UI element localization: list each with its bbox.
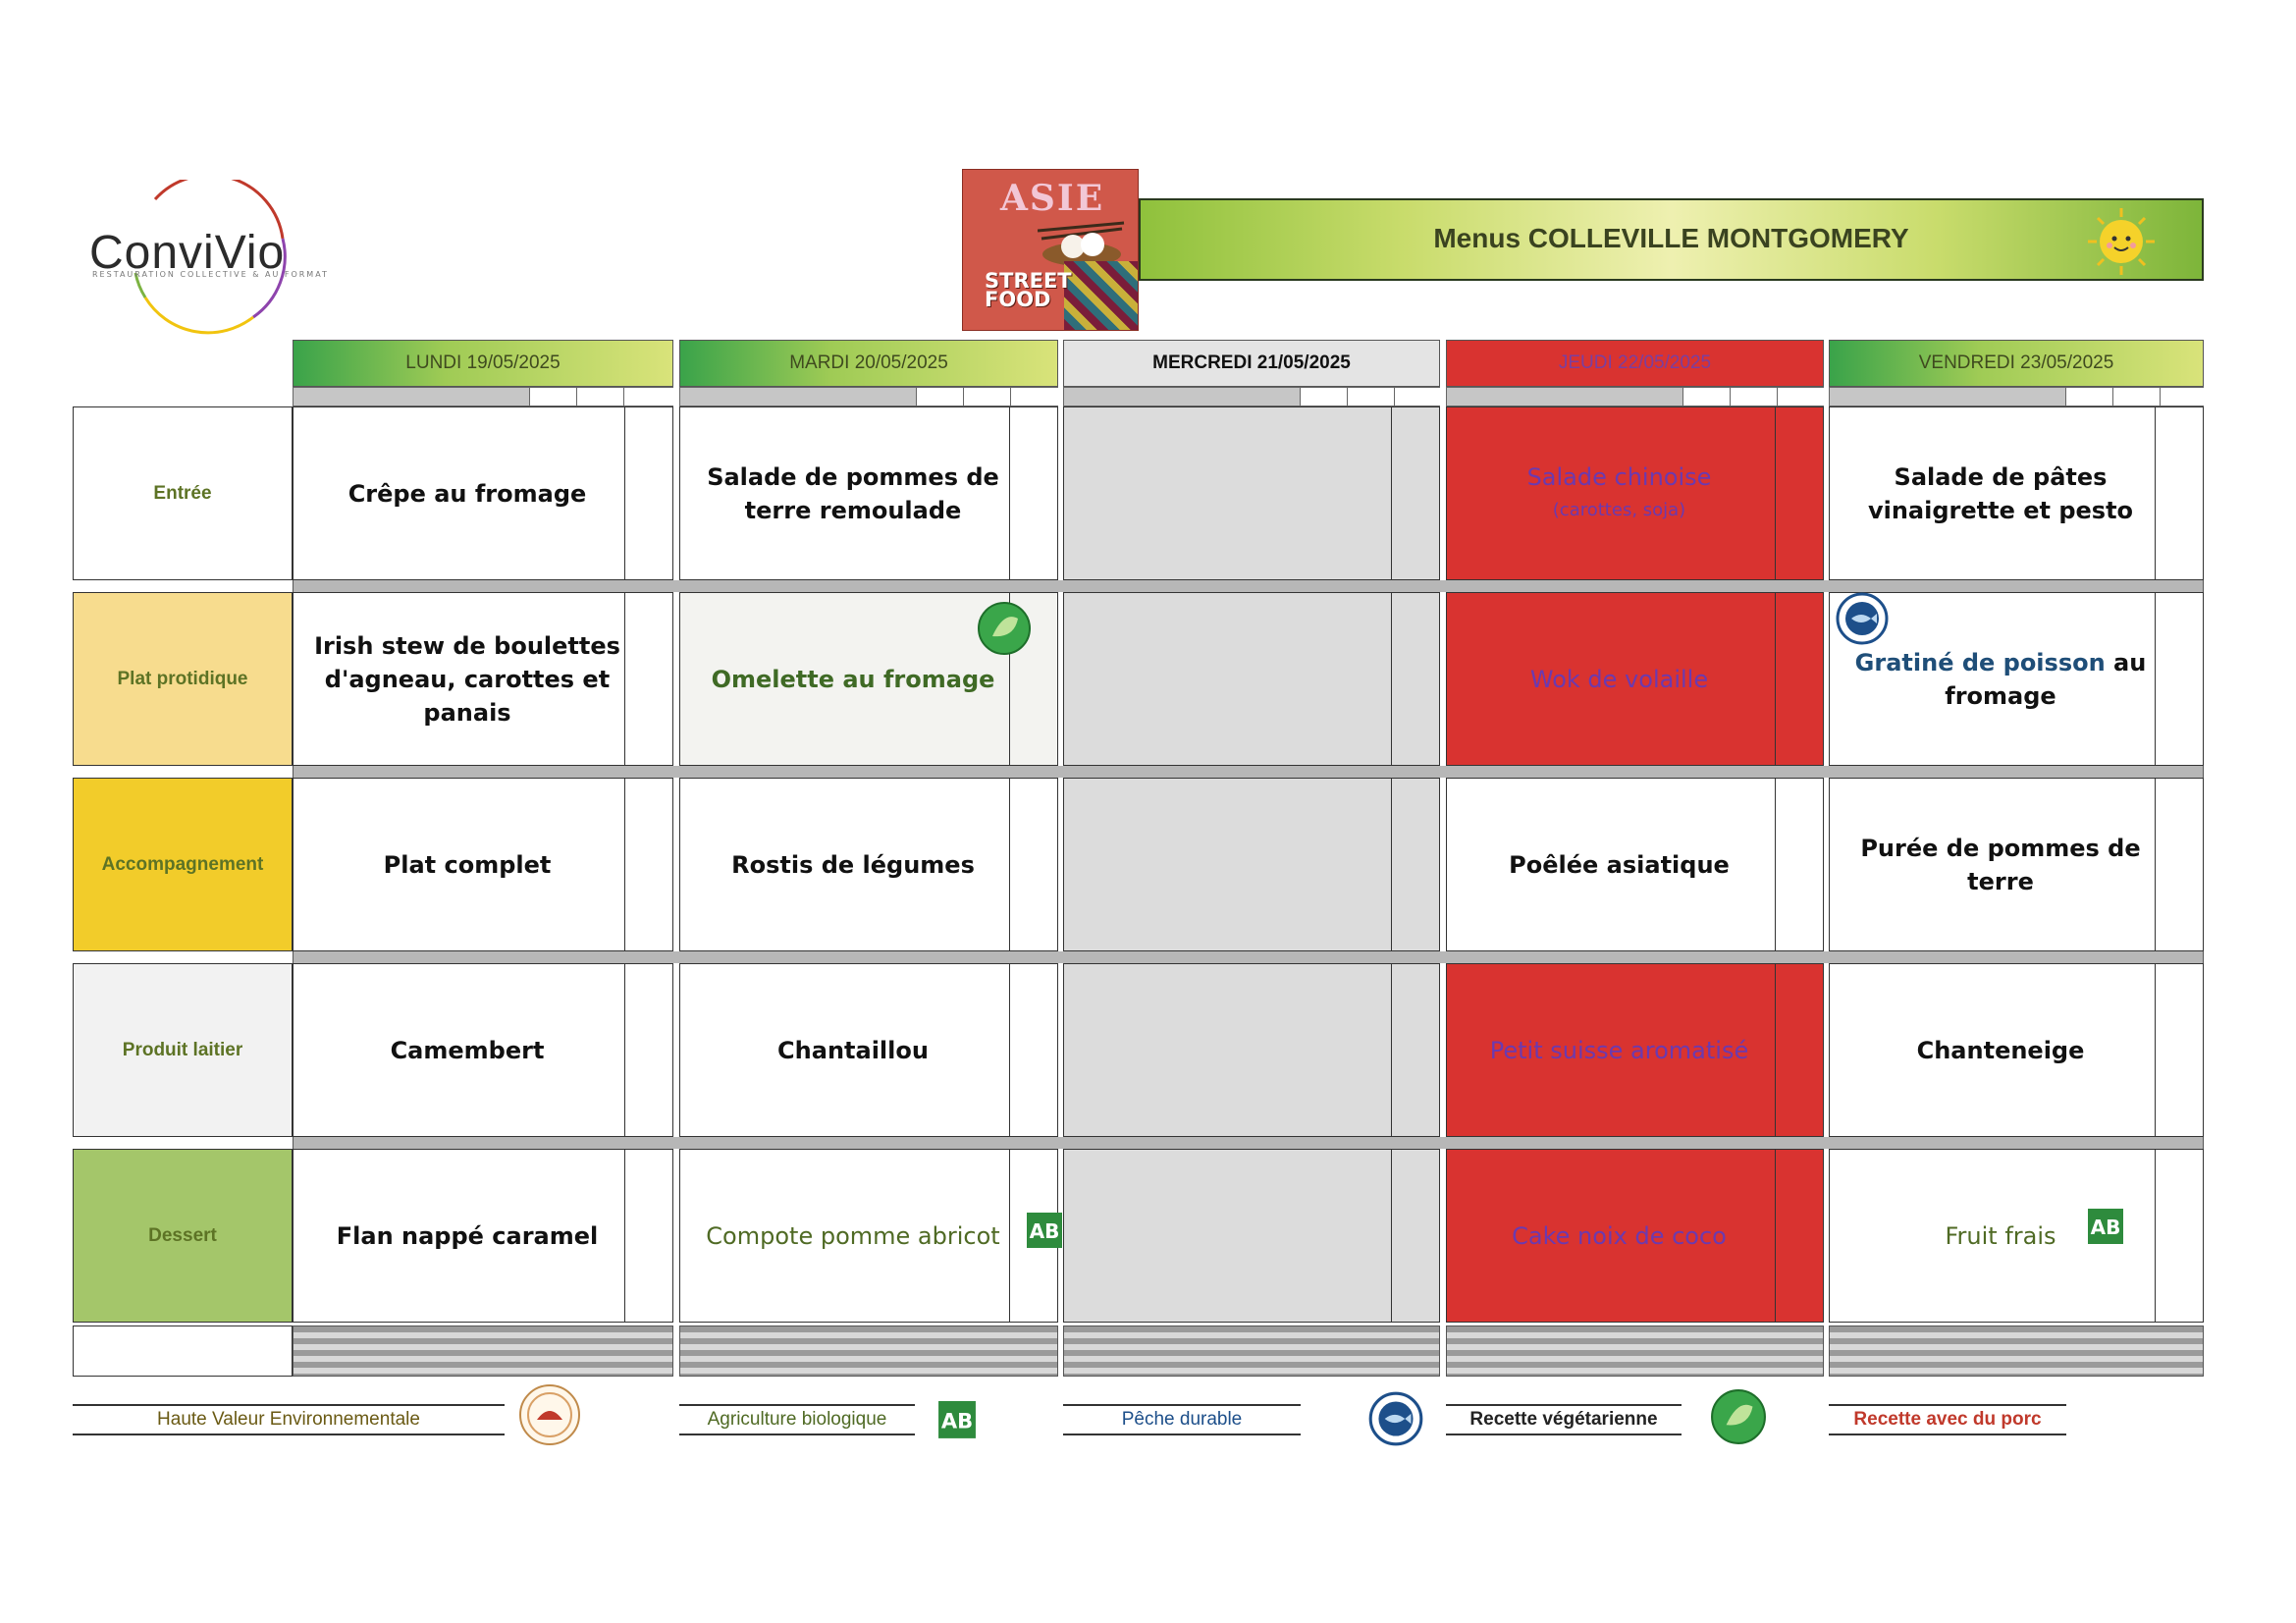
dumpling-bowl-icon bbox=[1038, 221, 1125, 266]
organic-ab-icon: AB bbox=[938, 1401, 976, 1438]
dish-name: Wok de volaille bbox=[1529, 665, 1709, 693]
vegetarian-icon bbox=[978, 602, 1031, 655]
day-subheader bbox=[1446, 387, 1824, 406]
menu-cell: Rostis de légumes bbox=[679, 778, 1058, 951]
row-separator bbox=[293, 766, 2204, 778]
menu-cell: Crêpe au fromage bbox=[293, 406, 673, 580]
menu-cell: Camembert bbox=[293, 963, 673, 1137]
dish-name: Omelette au fromage bbox=[711, 665, 995, 693]
menu-cell: Salade chinoise (carottes, soja) bbox=[1446, 406, 1824, 580]
menu-cell-empty bbox=[1063, 778, 1440, 951]
row-label-plat: Plat protidique bbox=[73, 592, 293, 766]
organic-ab-icon: AB bbox=[1027, 1213, 1062, 1248]
menu-cell: Cake noix de coco bbox=[1446, 1149, 1824, 1323]
dish-name: Poêlée asiatique bbox=[1509, 850, 1730, 879]
theme-title: ASIE bbox=[1000, 178, 1105, 219]
dish-name: au fromage bbox=[1945, 648, 2147, 710]
menu-cell: Purée de pommes de terre bbox=[1829, 778, 2204, 951]
menu-cell: Omelette au fromage bbox=[679, 592, 1058, 766]
row-separator bbox=[293, 580, 2204, 592]
day-header-jeudi: JEUDI 22/05/2025 bbox=[1446, 340, 1824, 387]
footer-label-cell bbox=[73, 1325, 293, 1377]
page-title: Menus COLLEVILLE MONTGOMERY bbox=[1433, 223, 1909, 253]
legend-hve: Haute Valeur Environnementale bbox=[73, 1404, 505, 1435]
dish-name: Salade de pâtes vinaigrette et pesto bbox=[1867, 462, 2134, 524]
menu-banner: Menus COLLEVILLE MONTGOMERY bbox=[1139, 198, 2204, 281]
logo-tagline: RESTAURATION COLLECTIVE & AU FORMAT bbox=[92, 270, 329, 279]
dish-name: Chanteneige bbox=[1916, 1036, 2085, 1064]
theme-subtitle: STREET FOOD bbox=[985, 269, 1072, 311]
dish-name: Gratiné de poisson bbox=[1854, 648, 2106, 676]
day-subheader bbox=[679, 387, 1058, 406]
menu-cell: Salade de pâtes vinaigrette et pesto bbox=[1829, 406, 2204, 580]
legend-peche: Pêche durable bbox=[1063, 1404, 1301, 1435]
menu-cell-empty bbox=[1063, 963, 1440, 1137]
day-header-mercredi: MERCREDI 21/05/2025 bbox=[1063, 340, 1440, 387]
row-label-laitier: Produit laitier bbox=[73, 963, 293, 1137]
svg-text:AB: AB bbox=[941, 1408, 973, 1433]
svg-text:AB: AB bbox=[1030, 1219, 1060, 1243]
footer-stripe bbox=[1829, 1325, 2204, 1377]
day-subheader bbox=[1063, 387, 1440, 406]
sun-icon bbox=[2088, 208, 2155, 275]
row-label-entree: Entrée bbox=[73, 406, 293, 580]
dish-name: Compote pomme abricot bbox=[706, 1221, 1000, 1250]
dish-name: Irish stew de boulettes d'agneau, carott… bbox=[314, 631, 620, 727]
dish-name: Flan nappé caramel bbox=[336, 1221, 599, 1250]
menu-cell: Poêlée asiatique bbox=[1446, 778, 1824, 951]
menu-cell: Chantaillou bbox=[679, 963, 1058, 1137]
menu-cell: Gratiné de poisson au fromage bbox=[1829, 592, 2204, 766]
row-label-dessert: Dessert bbox=[73, 1149, 293, 1323]
dish-detail: (carottes, soja) bbox=[1552, 499, 1686, 520]
sustainable-fishing-icon bbox=[1836, 592, 1889, 645]
dish-name: Camembert bbox=[390, 1036, 545, 1064]
menu-cell: Chanteneige bbox=[1829, 963, 2204, 1137]
row-separator bbox=[293, 951, 2204, 963]
svg-text:AB: AB bbox=[2091, 1216, 2121, 1239]
dish-name: Salade chinoise bbox=[1526, 462, 1712, 491]
day-subheader bbox=[293, 387, 673, 406]
row-separator bbox=[293, 1137, 2204, 1149]
dish-name: Crêpe au fromage bbox=[347, 479, 587, 508]
legend-bio: Agriculture biologique bbox=[679, 1404, 915, 1435]
day-header-mardi: MARDI 20/05/2025 bbox=[679, 340, 1058, 387]
footer-stripe bbox=[1063, 1325, 1440, 1377]
menu-cell: Compote pomme abricot AB bbox=[679, 1149, 1062, 1323]
dish-name: Purée de pommes de terre bbox=[1860, 834, 2141, 895]
theme-pattern bbox=[1064, 261, 1138, 330]
menu-cell-empty bbox=[1063, 1149, 1440, 1323]
menu-cell: Irish stew de boulettes d'agneau, carott… bbox=[293, 592, 673, 766]
menu-cell-empty bbox=[1063, 406, 1440, 580]
dish-name: Salade de pommes de terre remoulade bbox=[707, 462, 999, 524]
dish-name: Petit suisse aromatisé bbox=[1489, 1036, 1749, 1064]
footer-stripe bbox=[293, 1325, 673, 1377]
menu-cell: Fruit frais AB bbox=[1829, 1149, 2204, 1323]
day-header-lundi: LUNDI 19/05/2025 bbox=[293, 340, 673, 387]
day-subheader bbox=[1829, 387, 2204, 406]
hve-icon bbox=[519, 1384, 580, 1445]
menu-cell: Salade de pommes de terre remoulade bbox=[679, 406, 1058, 580]
day-header-vendredi: VENDREDI 23/05/2025 bbox=[1829, 340, 2204, 387]
footer-stripe bbox=[679, 1325, 1058, 1377]
menu-cell: Wok de volaille bbox=[1446, 592, 1824, 766]
sustainable-fishing-icon bbox=[1368, 1391, 1423, 1446]
convivio-logo: ConviVio RESTAURATION COLLECTIVE & AU FO… bbox=[86, 173, 327, 337]
menu-cell: Plat complet bbox=[293, 778, 673, 951]
dish-name: Rostis de légumes bbox=[731, 850, 975, 879]
logo-wordmark: ConviVio bbox=[89, 227, 286, 279]
dish-name: Fruit frais bbox=[1945, 1221, 2056, 1250]
dish-name: Cake noix de coco bbox=[1512, 1221, 1727, 1250]
footer-stripe bbox=[1446, 1325, 1824, 1377]
organic-ab-icon: AB bbox=[2088, 1209, 2123, 1244]
dish-name: Chantaillou bbox=[777, 1036, 929, 1064]
vegetarian-icon bbox=[1711, 1389, 1766, 1444]
menu-cell-empty bbox=[1063, 592, 1440, 766]
row-label-accompagnement: Accompagnement bbox=[73, 778, 293, 951]
menu-cell: Petit suisse aromatisé bbox=[1446, 963, 1824, 1137]
dish-name: Plat complet bbox=[383, 850, 552, 879]
theme-badge: ASIE STREET FOOD bbox=[962, 169, 1139, 331]
legend-vege: Recette végétarienne bbox=[1446, 1404, 1682, 1435]
legend-porc: Recette avec du porc bbox=[1829, 1404, 2066, 1435]
menu-cell: Flan nappé caramel bbox=[293, 1149, 673, 1323]
